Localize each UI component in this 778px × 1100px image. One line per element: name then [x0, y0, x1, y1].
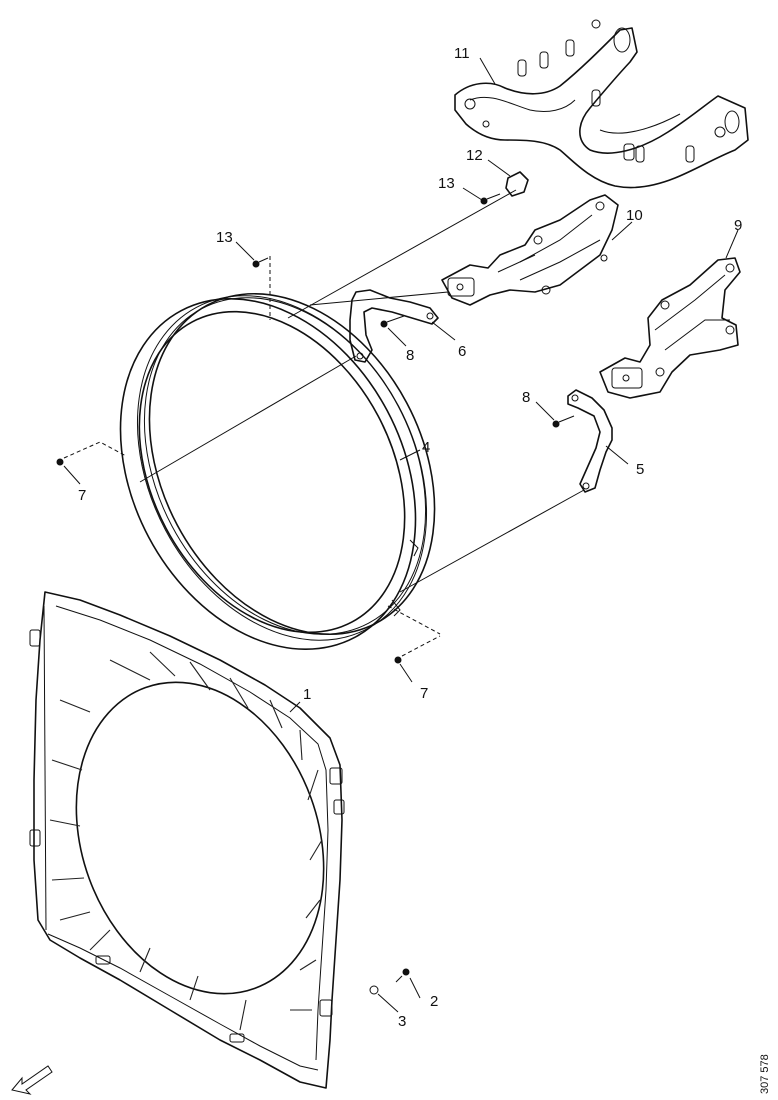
callout-leaders [63, 57, 739, 1013]
callout-7-lower: 7 [420, 685, 428, 702]
callout-13-left: 13 [216, 229, 233, 246]
part-10-bracket [441, 194, 619, 306]
part-5-link-arm [567, 389, 613, 493]
part-3-washer [369, 985, 379, 995]
callout-1: 1 [303, 686, 311, 703]
callout-labels: 1 2 3 4 5 6 7 7 8 8 9 10 11 12 13 13 [78, 45, 742, 1030]
part-8-screw-lower [552, 415, 575, 428]
part-8-screw-upper [380, 315, 405, 328]
direction-arrow-icon [11, 1065, 53, 1095]
callout-8-lower: 8 [522, 389, 530, 406]
callout-2: 2 [430, 993, 438, 1010]
part-7-screw-lower [387, 605, 441, 664]
callout-9: 9 [734, 217, 742, 234]
part-13-screw-left [252, 256, 271, 320]
part-1-fan-shroud [29, 591, 345, 1089]
reference-code: 307 578 [759, 1054, 771, 1094]
part-13-screw-upper [480, 193, 501, 205]
part-9-bracket [599, 257, 741, 399]
callout-12: 12 [466, 147, 483, 164]
callout-4: 4 [422, 439, 430, 456]
callout-10: 10 [626, 207, 643, 224]
assembly-guide-lines [139, 189, 585, 593]
part-12-clip [505, 171, 529, 197]
callout-6: 6 [458, 343, 466, 360]
part-7-screw-left [56, 441, 127, 466]
part-11-pipe [454, 19, 749, 189]
part-4-fan-ring [119, 292, 436, 651]
callout-5: 5 [636, 461, 644, 478]
part-6-link-arm [349, 289, 439, 363]
part-2-bolt [395, 968, 410, 983]
callout-3: 3 [398, 1013, 406, 1030]
callout-8-upper: 8 [406, 347, 414, 364]
callout-11: 11 [454, 45, 470, 62]
callout-13-upper: 13 [438, 175, 455, 192]
callout-7-left: 7 [78, 487, 86, 504]
